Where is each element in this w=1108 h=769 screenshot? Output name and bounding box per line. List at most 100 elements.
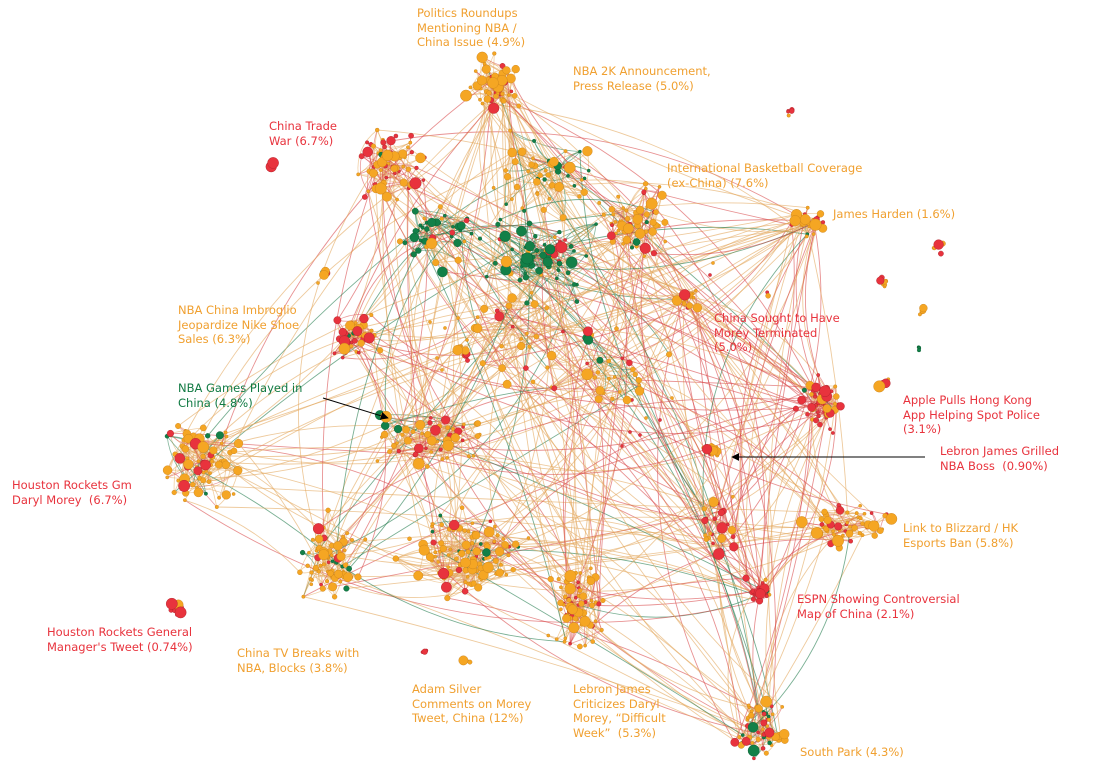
graph-node xyxy=(819,522,825,527)
graph-edge xyxy=(432,520,519,548)
graph-node xyxy=(779,728,790,740)
graph-node xyxy=(310,537,315,542)
graph-node xyxy=(635,205,645,215)
graph-node xyxy=(533,333,540,340)
graph-edge xyxy=(462,426,604,601)
graph-node xyxy=(933,239,944,250)
label-rockets-gm: Houston Rockets Gm Daryl Morey (6.7%) xyxy=(12,478,132,507)
graph-edge xyxy=(368,340,571,589)
graph-node xyxy=(730,534,736,540)
graph-node xyxy=(572,183,577,188)
graph-node xyxy=(767,740,772,746)
graph-node xyxy=(467,659,473,665)
graph-node xyxy=(559,214,567,222)
graph-node xyxy=(391,442,397,449)
graph-node xyxy=(547,350,557,361)
graph-node xyxy=(544,244,556,255)
graph-node xyxy=(486,90,492,96)
graph-node xyxy=(370,143,377,149)
graph-node xyxy=(524,241,535,252)
graph-node xyxy=(468,85,473,90)
graph-node xyxy=(421,648,428,655)
graph-node xyxy=(297,569,303,576)
graph-node xyxy=(816,210,825,218)
graph-node xyxy=(479,360,486,367)
graph-edge xyxy=(380,188,724,512)
graph-node xyxy=(362,146,373,158)
graph-node xyxy=(811,232,816,236)
graph-edge xyxy=(732,512,857,538)
graph-node xyxy=(453,238,462,248)
graph-node xyxy=(769,704,774,709)
graph-node xyxy=(224,434,229,439)
graph-node xyxy=(503,168,509,173)
graph-node xyxy=(427,420,433,426)
graph-node xyxy=(786,113,791,118)
graph-edge xyxy=(377,129,555,163)
graph-node xyxy=(444,595,451,602)
graph-node xyxy=(200,477,207,484)
graph-node xyxy=(499,344,504,349)
graph-node xyxy=(549,156,559,167)
graph-edge xyxy=(350,322,387,578)
graph-node xyxy=(193,487,204,498)
graph-node xyxy=(363,332,375,344)
graph-node xyxy=(857,531,863,536)
graph-edge xyxy=(532,381,707,540)
graph-node xyxy=(333,316,342,325)
graph-node xyxy=(862,511,867,516)
graph-node xyxy=(578,571,583,575)
graph-node xyxy=(430,522,435,526)
graph-node xyxy=(510,567,516,573)
graph-node xyxy=(760,719,768,727)
graph-edge xyxy=(532,221,813,383)
graph-node xyxy=(637,383,642,388)
graph-node xyxy=(692,303,703,313)
graph-edge xyxy=(367,191,473,544)
graph-edge xyxy=(320,284,575,558)
graph-node xyxy=(424,446,428,451)
graph-node xyxy=(635,377,642,384)
graph-node xyxy=(396,238,403,245)
graph-node xyxy=(858,503,863,508)
graph-edge xyxy=(415,408,797,475)
graph-node xyxy=(171,489,177,496)
graph-node xyxy=(505,302,513,310)
graph-node xyxy=(877,527,884,534)
graph-node xyxy=(321,562,326,567)
graph-node xyxy=(530,300,539,309)
graph-node xyxy=(766,717,771,722)
graph-node xyxy=(374,182,387,195)
graph-node xyxy=(440,581,452,593)
graph-edge xyxy=(370,314,555,389)
graph-node xyxy=(363,537,368,542)
graph-node xyxy=(511,158,519,166)
graph-node xyxy=(546,633,551,638)
graph-node xyxy=(537,172,543,179)
graph-node xyxy=(428,320,432,324)
graph-edge xyxy=(637,225,777,733)
graph-node xyxy=(833,393,840,400)
graph-node xyxy=(458,655,469,666)
graph-node xyxy=(542,177,547,182)
graph-node xyxy=(181,445,190,453)
graph-node xyxy=(319,270,329,280)
graph-edge xyxy=(192,484,865,515)
graph-edge xyxy=(184,499,301,573)
graph-edge xyxy=(551,224,803,388)
graph-edge xyxy=(579,151,705,510)
graph-node xyxy=(750,741,755,745)
graph-node xyxy=(439,545,447,553)
label-lebron-grilled: Lebron James Grilled NBA Boss (0.90%) xyxy=(940,444,1059,473)
graph-node xyxy=(576,580,580,585)
graph-node xyxy=(338,342,351,355)
label-apple-hk-app: Apple Pulls Hong Kong App Helping Spot P… xyxy=(903,393,1040,436)
graph-node xyxy=(465,549,471,555)
graph-node xyxy=(589,602,595,609)
graph-edge xyxy=(342,566,565,643)
graph-node xyxy=(330,559,335,564)
graph-node xyxy=(448,547,453,552)
graph-edge xyxy=(404,242,570,579)
graph-node xyxy=(590,639,595,644)
graph-node xyxy=(299,549,306,556)
